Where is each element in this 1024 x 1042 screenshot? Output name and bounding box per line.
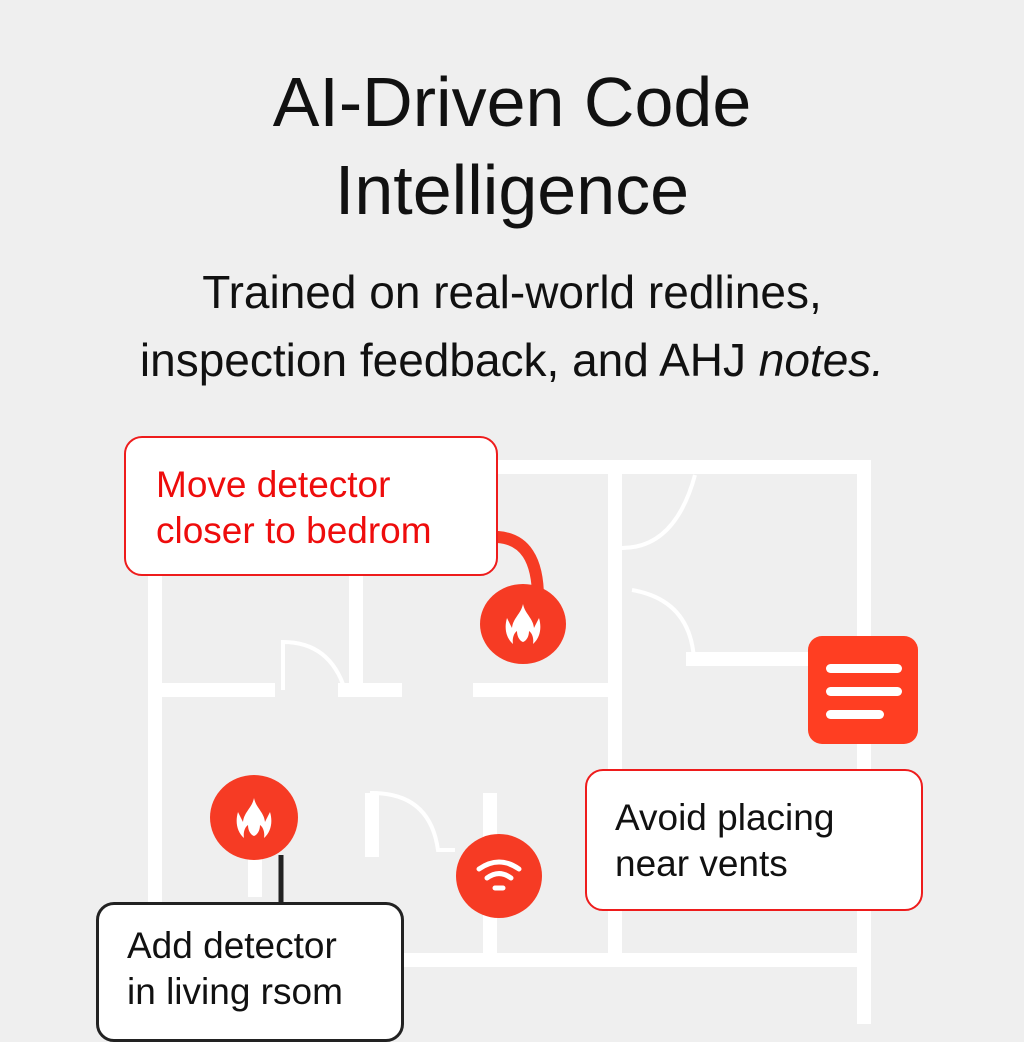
callout-add-detector: Add detector in living rsom xyxy=(96,902,404,1042)
callout-text-line-2: near vents xyxy=(615,843,788,884)
subtitle-line-2-text: inspection feedback, and AHJ xyxy=(139,334,759,386)
callout-move-detector: Move detector closer to bedrom xyxy=(124,436,498,576)
subtitle-italic-notes: notes. xyxy=(758,334,885,386)
callout-text-line-1: Move detector xyxy=(156,464,391,505)
page-title: AI-Driven Code Intelligence xyxy=(0,58,1024,234)
subtitle-line-2: inspection feedback, and AHJ notes. xyxy=(0,326,1024,394)
smoke-detector-marker-living-room[interactable] xyxy=(210,775,298,860)
callout-text-line-1: Avoid placing xyxy=(615,797,835,838)
callout-avoid-vents: Avoid placing near vents xyxy=(585,769,923,911)
smoke-detector-marker-bedroom[interactable] xyxy=(480,584,566,664)
title-line-1: AI-Driven Code xyxy=(272,63,752,141)
wifi-icon xyxy=(476,859,522,891)
callout-text-line-2: closer to bedrom xyxy=(156,510,432,551)
subtitle: Trained on real-world redlines, inspecti… xyxy=(0,258,1024,394)
callout-text-line-1: Add detector xyxy=(127,925,337,966)
flame-icon xyxy=(505,604,541,644)
flame-icon xyxy=(236,797,272,838)
callout-text-line-2: in living rsom xyxy=(127,971,343,1012)
notes-icon[interactable] xyxy=(808,636,918,744)
subtitle-line-1: Trained on real-world redlines, xyxy=(202,266,822,318)
wireless-sensor-marker[interactable] xyxy=(456,834,542,918)
title-line-2: Intelligence xyxy=(334,151,690,229)
